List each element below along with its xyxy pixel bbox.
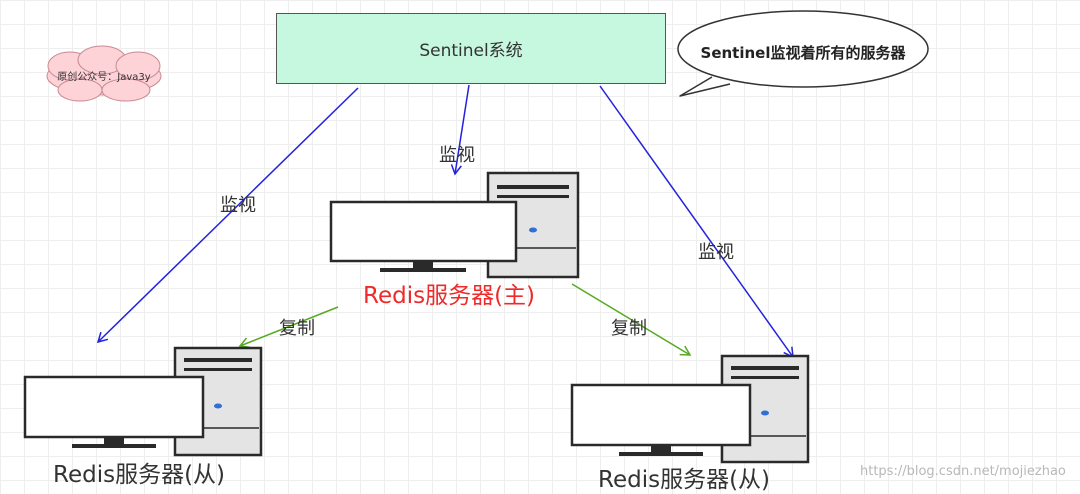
- cloud-shape: [46, 45, 162, 102]
- sentinel-system-box: Sentinel系统: [276, 13, 666, 84]
- speech-bubble-text: Sentinel监视着所有的服务器: [700, 43, 906, 62]
- slave-left-server-icon: [23, 346, 263, 457]
- monitor-arrow-right: [599, 85, 794, 359]
- monitor-arrow-master: [450, 84, 470, 176]
- replicate-label-right: 复制: [611, 318, 647, 339]
- slave-left-server-label: Redis服务器(从): [53, 462, 226, 488]
- monitor-arrow-left: [96, 87, 359, 344]
- slave-right-server-label: Redis服务器(从): [598, 467, 771, 493]
- monitor-label-right: 监视: [698, 242, 734, 263]
- monitor-label-left: 监视: [220, 195, 256, 216]
- cloud-note: 原创公众号：Java3y: [50, 60, 158, 90]
- slave-right-server-icon: [570, 354, 810, 464]
- cloud-note-text: 原创公众号：Java3y: [57, 71, 151, 83]
- speech-bubble-shape: [677, 10, 929, 97]
- speech-bubble: Sentinel监视着所有的服务器: [679, 16, 927, 88]
- watermark: https://blog.csdn.net/mojiezhao: [860, 464, 1066, 479]
- master-server-label: Redis服务器(主): [363, 283, 536, 309]
- replicate-arrow-left: [238, 306, 339, 349]
- sentinel-system-label: Sentinel系统: [419, 41, 523, 61]
- replicate-label-left: 复制: [279, 318, 315, 339]
- monitor-label-master: 监视: [439, 145, 475, 166]
- master-server-icon: [329, 171, 580, 279]
- replicate-arrow-right: [571, 283, 692, 356]
